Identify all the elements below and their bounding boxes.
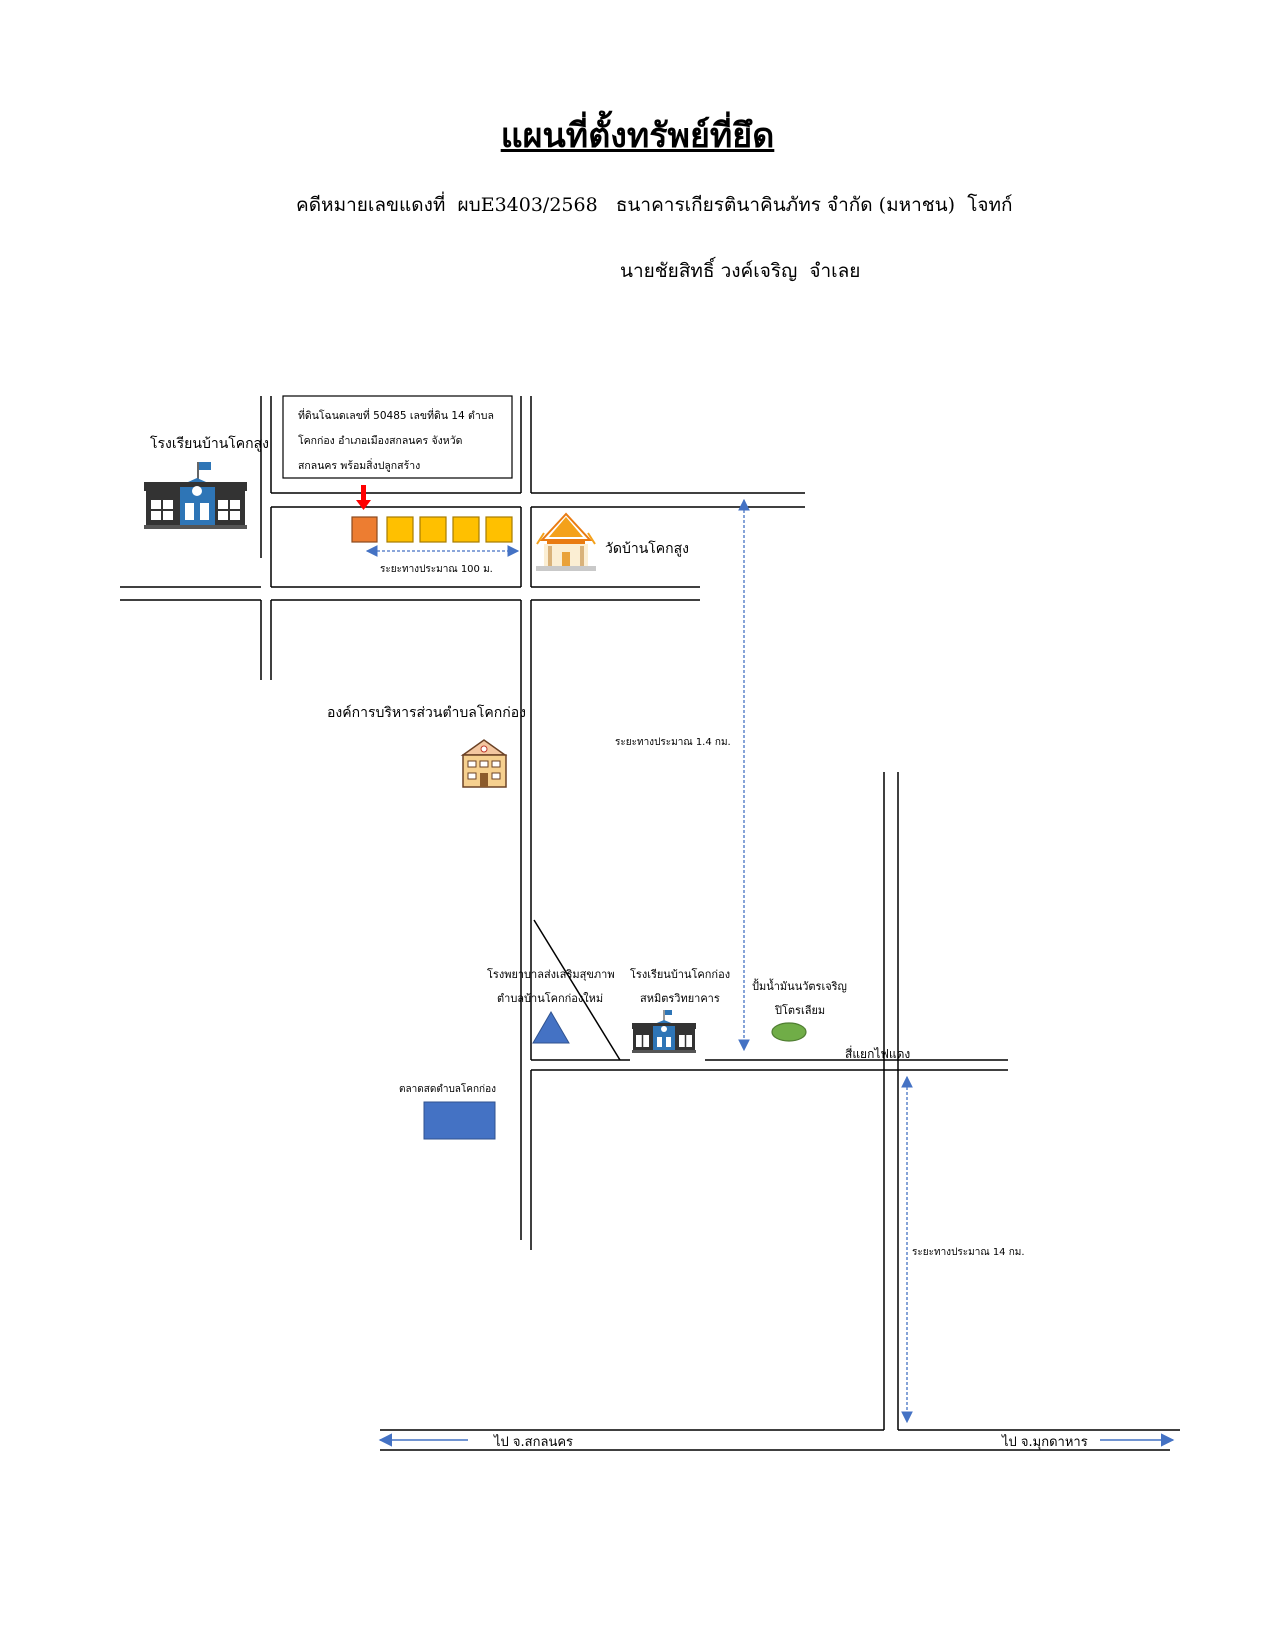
property-info-line3: สกลนคร พร้อมสิ่งปลูกสร้าง [298,458,420,472]
to-sakon-label: ไป จ.สกลนคร [493,1434,573,1450]
plaintiff-role: โจทก์ [967,194,1013,216]
property-info-line2: โคกก่อง อำเภอเมืองสกลนคร จังหวัด [298,434,462,447]
distance-14km-label: ระยะทางประมาณ 14 กม. [912,1247,1025,1258]
plaintiff-name: ธนาคารเกียรตินาคินภัทร จำกัด (มหาชน) [615,194,956,216]
to-mukdahan-label: ไป จ.มุกดาหาร [1001,1434,1088,1450]
market-icon [423,1101,496,1140]
school-icon [144,462,247,529]
temple-icon [536,512,596,571]
gas-station-label-line2: ปิโตรเลียม [774,1003,825,1017]
neighbor-plot [452,516,480,543]
defendant-line: นายชัยสิทธิ์ วงค์เจริญ จำเลย [620,256,860,286]
case-number: ผบE3403/2568 [457,194,598,216]
distance-1-4km-label: ระยะทางประมาณ 1.4 กม. [615,737,731,748]
school-south-label-line2: สหมิตรวิทยาคาร [640,992,720,1005]
traffic-light-label: สี่แยกไฟแดง [845,1045,910,1061]
case-line: คดีหมายเลขแดงที่ ผบE3403/2568 ธนาคารเกีย… [296,190,1013,220]
hospital-label-line2: ตำบลบ้านโคกก่องใหม่ [497,991,603,1005]
neighbor-plot [419,516,447,543]
defendant-name: นายชัยสิทธิ์ วงค์เจริญ [620,260,798,282]
case-label: คดีหมายเลขแดงที่ [296,194,446,216]
neighbor-plot [485,516,513,543]
pointer-arrow [356,485,371,510]
property-info-line1: ที่ดินโฉนดเลขที่ 50485 เลขที่ดิน 14 ตำบล [298,408,494,422]
government-building-icon [460,739,508,788]
defendant-role: จำเลย [809,260,861,282]
seized-plot [351,516,378,543]
neighbor-plot [386,516,414,543]
school-north-label: โรงเรียนบ้านโคกสูง [150,435,269,452]
page-title: แผนที่ตั้งทรัพย์ที่ยึด [500,116,775,156]
school-south-label-line1: โรงเรียนบ้านโคกก่อง [630,967,730,981]
hospital-triangle-icon [532,1011,570,1044]
sao-label: องค์การบริหารส่วนตำบลโคกก่อง [327,704,526,721]
school-small-icon [632,1010,696,1053]
gas-station-icon [771,1022,807,1042]
temple-label: วัดบ้านโคกสูง [605,540,689,557]
gas-station-label-line1: ปั้มน้ำมันนวัตรเจริญ [752,978,847,993]
hospital-label-line1: โรงพยาบาลส่งเสริมสุขภาพ [487,967,615,981]
distance-100m-label: ระยะทางประมาณ 100 ม. [380,564,493,575]
road-network [120,396,1180,1451]
market-label: ตลาดสดตำบลโคกก่อง [399,1082,496,1095]
property-info-box [282,395,513,479]
